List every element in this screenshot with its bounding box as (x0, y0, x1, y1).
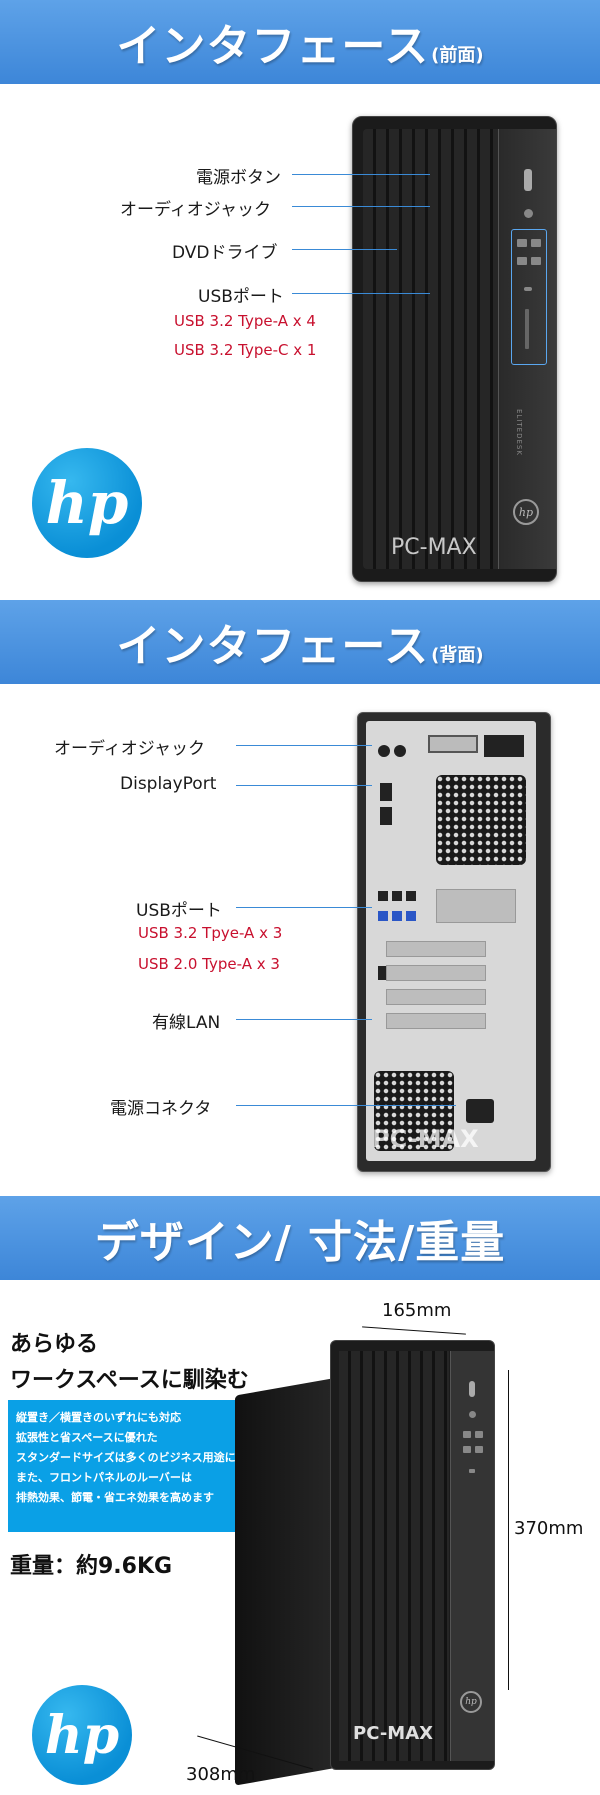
power-connector-icon (466, 1099, 494, 1123)
rear-usb-spec-2: USB 2.0 Type-A x 3 (138, 955, 280, 973)
banner-front-interface: インタフェース (前面) (0, 0, 600, 84)
rear-usb-spec-1: USB 3.2 Tpye-A x 3 (138, 924, 283, 942)
feature-line: スタンダードサイズは多くのビジネス用途に対応 (16, 1451, 258, 1464)
usb-a-port-icon (531, 257, 541, 265)
power-button-icon (469, 1381, 475, 1397)
pointer-line (292, 293, 430, 294)
banner-suffix: (前面) (431, 45, 484, 66)
depth-dimension: 308mm (186, 1764, 256, 1785)
pointer-line (236, 1105, 456, 1106)
feature-line: 拡張性と省スペースに優れた (16, 1431, 158, 1444)
pointer-line (236, 907, 372, 908)
hp-mini-logo-icon: hp (513, 499, 539, 525)
power-button-icon (524, 169, 532, 191)
banner-design: デザイン/ 寸法/重量 (0, 1196, 600, 1280)
psu-fan-vent (374, 1071, 454, 1151)
hp-logo-icon: hp (32, 448, 142, 558)
front-tower-image: ELITEDESK hp PC-MAX (352, 116, 557, 582)
rear-lock-slot (484, 735, 524, 757)
usb-a-port-icon (406, 911, 416, 921)
tower-side (235, 1378, 335, 1786)
pointer-line (236, 785, 372, 786)
expansion-slot (386, 941, 486, 957)
label-rear-audio-jack: オーディオジャック (54, 739, 205, 759)
usb-a-port-icon (463, 1431, 471, 1438)
feature-line: 排熱効果、節電・省エネ効果を高めます (16, 1491, 214, 1504)
feature-line: また、フロントパネルのルーバーは (16, 1471, 192, 1484)
usb-a-port-icon (392, 911, 402, 921)
usb-c-port-icon (524, 287, 532, 291)
pointer-line (292, 206, 430, 207)
width-dimension: 165mm (382, 1300, 452, 1321)
usb-a-port-icon (378, 911, 388, 921)
banner-title: インタフェース (116, 21, 430, 72)
feature-line: 縦置き／横置きのいずれにも対応 (16, 1411, 181, 1424)
height-dimension-line (508, 1370, 509, 1690)
tagline-line-2: ワークスペースに馴染む (10, 1368, 249, 1393)
front-louver (339, 1351, 449, 1761)
usb-a-port-icon (392, 891, 402, 901)
expansion-slot (436, 889, 516, 923)
expansion-slot (386, 1013, 486, 1029)
label-rear-usb-port: USBポート (136, 901, 222, 921)
banner-suffix: (背面) (431, 645, 484, 666)
usb-a-port-icon (517, 257, 527, 265)
label-wired-lan: 有線LAN (152, 1013, 221, 1033)
usb-c-port-icon (469, 1469, 475, 1473)
rear-audio-jack-icon (378, 745, 390, 757)
audio-jack-icon (524, 209, 533, 218)
rear-audio-jack-icon (394, 745, 406, 757)
label-dvd-drive: DVDドライブ (172, 243, 278, 263)
height-dimension: 370mm (514, 1518, 584, 1539)
rear-handle (428, 735, 478, 753)
pc-max-watermark: PC-MAX (372, 1125, 479, 1153)
usb-a-port-icon (378, 891, 388, 901)
label-usb-port: USBポート (198, 287, 284, 307)
rear-plate (366, 721, 536, 1161)
tower-front: hp PC-MAX (330, 1340, 495, 1770)
front-side-panel: hp (450, 1351, 494, 1761)
label-displayport: DisplayPort (120, 774, 217, 794)
design-tower-image: hp PC-MAX (235, 1340, 500, 1786)
audio-jack-icon (469, 1411, 476, 1418)
expansion-slot (386, 989, 486, 1005)
usb-spec-1: USB 3.2 Type-A x 4 (174, 312, 316, 330)
label-power-button: 電源ボタン (196, 168, 281, 188)
width-dimension-line (362, 1326, 466, 1335)
usb-highlight (511, 229, 547, 365)
dvd-slot-icon (525, 309, 529, 349)
label-power-connector: 電源コネクタ (110, 1099, 212, 1119)
pc-max-watermark: PC-MAX (391, 535, 477, 560)
banner-title: インタフェース (116, 621, 430, 672)
pointer-line (236, 745, 372, 746)
weight-text: 重量：約9.6KG (10, 1554, 173, 1579)
pc-max-watermark: PC-MAX (353, 1723, 434, 1744)
banner-title: デザイン/ 寸法/重量 (94, 1217, 506, 1268)
usb-a-port-icon (531, 239, 541, 247)
label-audio-jack: オーディオジャック (120, 200, 271, 220)
hp-mini-logo-icon: hp (460, 1691, 482, 1713)
front-side-panel: ELITEDESK hp (498, 129, 556, 569)
expansion-slot (386, 965, 486, 981)
usb-a-port-icon (463, 1446, 471, 1453)
pointer-line (292, 249, 397, 250)
displayport-icon (380, 807, 392, 825)
rear-tower-image: PC-MAX (357, 712, 551, 1172)
hp-logo-icon: hp (32, 1685, 132, 1785)
rear-fan-vent (436, 775, 526, 865)
displayport-icon (380, 783, 392, 801)
usb-a-port-icon (406, 891, 416, 901)
pointer-line (236, 1019, 372, 1020)
usb-a-port-icon (475, 1446, 483, 1453)
usb-a-port-icon (475, 1431, 483, 1438)
banner-rear-interface: インタフェース (背面) (0, 600, 600, 684)
tagline-line-1: あらゆる (10, 1332, 99, 1357)
usb-spec-2: USB 3.2 Type-C x 1 (174, 341, 317, 359)
usb-a-port-icon (517, 239, 527, 247)
elitedesk-text: ELITEDESK (515, 409, 523, 456)
front-louver (363, 129, 513, 569)
pointer-line (292, 174, 430, 175)
